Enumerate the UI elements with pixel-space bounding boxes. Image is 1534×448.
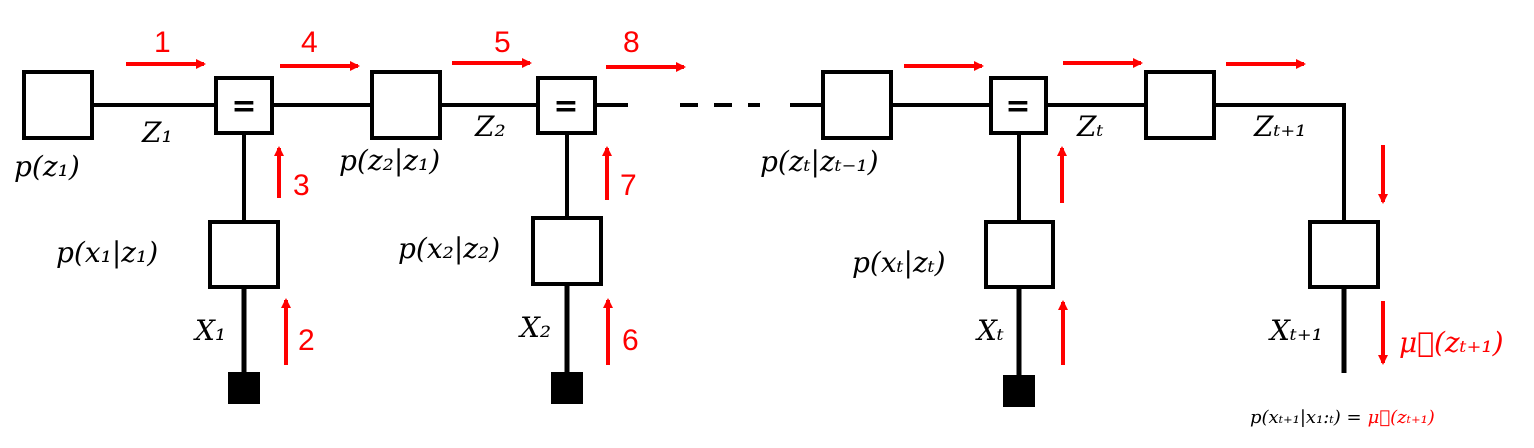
factor-trans-2-1-box <box>370 70 442 140</box>
result-rhs: μ⃗(zₜ₊₁) <box>1368 407 1435 428</box>
equality-node-t-symbol: = <box>1005 89 1030 124</box>
observed-node-xt <box>1003 375 1035 407</box>
factor-emit-1-box <box>208 220 280 289</box>
equality-node-t <box>989 76 1048 135</box>
message-number-1: 1 <box>154 26 171 59</box>
wire-zt1 <box>1214 103 1346 222</box>
result-equation: p(xₜ₊₁|x₁:ₜ) = μ⃗(zₜ₊₁) <box>1250 407 1435 428</box>
factor-label-trans-t: p(zₜ|zₜ₋₁) <box>760 145 879 178</box>
message-number-5: 5 <box>494 26 511 59</box>
variable-label-zt1: Zₜ₊₁ <box>1253 110 1306 143</box>
factor-trans-t1-box <box>1144 70 1216 140</box>
factor-trans-t-box <box>821 70 893 140</box>
factor-label-emit-1: p(x₁|z₁) <box>56 236 158 269</box>
factor-emit-t-box <box>984 220 1055 289</box>
variable-label-z2: Z₂ <box>474 110 506 143</box>
message-number-6: 6 <box>622 324 639 357</box>
factor-label-emit-2: p(x₂|z₂) <box>398 232 500 265</box>
observed-node-x1 <box>228 372 260 404</box>
equality-node-1-symbol: = <box>231 89 256 124</box>
result-lhs: p(xₜ₊₁|x₁:ₜ) = <box>1250 407 1362 428</box>
variable-label-x1: X₁ <box>193 314 226 347</box>
factor-label-trans-2-1: p(z₂|z₁) <box>339 144 440 177</box>
factor-label-emit-t: p(xₜ|zₜ) <box>852 246 946 279</box>
factor-emit-t1-box <box>1308 220 1380 289</box>
message-number-8: 8 <box>623 26 640 59</box>
observed-node-x2 <box>551 372 583 404</box>
variable-label-x2: X₂ <box>518 311 551 344</box>
message-number-4: 4 <box>301 26 318 59</box>
equality-node-2-symbol: = <box>553 89 578 124</box>
variable-label-zt: Zₜ <box>1076 110 1103 143</box>
message-number-7: 7 <box>620 169 637 202</box>
equality-node-1 <box>214 76 274 135</box>
equality-node-2 <box>536 76 597 135</box>
variable-label-xt1: Xₜ₊₁ <box>1268 314 1323 347</box>
factor-emit-2-box <box>531 216 603 286</box>
factor-prior-box <box>22 70 94 140</box>
message-label-mu-final: μ⃗(zₜ₊₁) <box>1399 326 1504 359</box>
message-number-2: 2 <box>298 324 315 357</box>
message-number-3: 3 <box>293 169 310 202</box>
factor-label-prior: p(z₁) <box>14 150 80 183</box>
variable-label-z1: Z₁ <box>141 116 173 149</box>
variable-label-xt: Xₜ <box>975 314 1004 347</box>
